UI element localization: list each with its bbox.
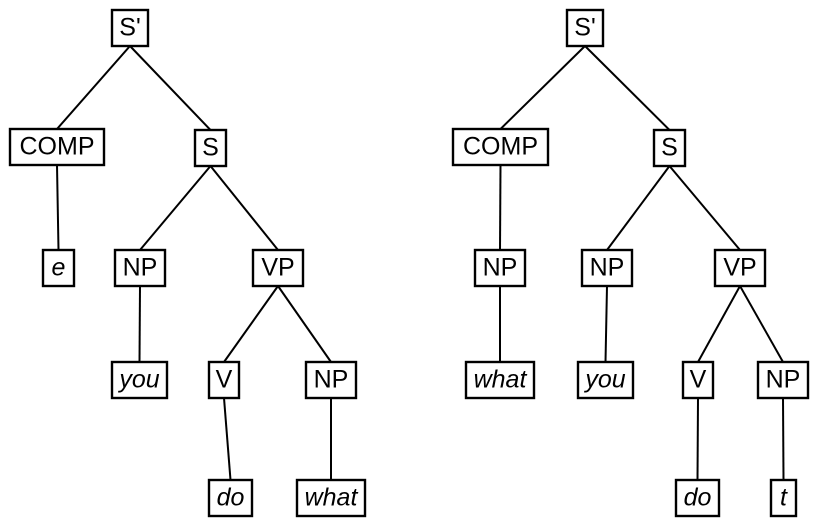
node-label: NP [590,254,625,282]
edge-L-COMP-to-L-e [56,164,60,251]
tree-node-l-sbar[interactable]: S' [110,8,150,48]
edge-R-VP-to-R-V [697,285,741,363]
tree-edges-surface-structure [499,45,785,481]
tree-node-r-np2[interactable]: NP [756,360,810,400]
tree-node-r-s[interactable]: S [652,128,687,168]
edge-L-VP-to-L-V [223,285,279,363]
node-box [304,360,358,400]
edge-L-S-to-L-NP1 [139,165,212,251]
tree-node-l-np2[interactable]: NP [304,360,358,400]
tree-node-r-np1[interactable]: NP [580,248,634,288]
node-label: e [52,254,66,282]
tree-node-r-vp[interactable]: VP [713,248,767,288]
tree-node-l-s[interactable]: S [193,128,228,168]
tree-node-l-you[interactable]: you [110,360,169,400]
node-box [681,360,715,400]
tree-node-l-v[interactable]: V [207,360,241,400]
tree-node-r-what[interactable]: what [464,360,536,400]
node-box [580,248,634,288]
node-box [193,128,228,168]
edge-L-NP1-to-L-you [138,285,141,363]
node-label: V [216,366,233,394]
node-label: S' [574,14,595,42]
node-label: V [690,366,707,394]
node-box [207,478,254,518]
node-box [674,478,721,518]
edge-L-V-to-L-do [223,397,232,481]
tree-node-r-t[interactable]: t [769,478,798,518]
node-label: VP [723,254,756,282]
node-box [113,248,167,288]
node-box [251,248,305,288]
tree-node-l-comp[interactable]: COMP [8,127,106,167]
node-label: NP [123,254,158,282]
edge-R-S-to-R-VP [668,165,741,251]
tree-node-r-v[interactable]: V [681,360,715,400]
edge-R-VP-to-R-NP2 [739,285,784,363]
tree-node-l-do[interactable]: do [207,478,254,518]
edge-layer [56,45,785,481]
tree-node-r-do[interactable]: do [674,478,721,518]
tree-node-r-comp[interactable]: COMP [451,127,550,167]
node-label: S [202,134,219,162]
tree-node-l-what[interactable]: what [295,478,367,518]
node-box [652,128,687,168]
node-label: what [305,484,359,512]
node-box [41,248,76,288]
edge-L-Sbar-to-L-S [129,45,212,131]
node-label: COMP [463,133,538,161]
tree-node-l-np1[interactable]: NP [113,248,167,288]
node-box [464,360,536,400]
node-label: NP [483,254,518,282]
node-box [295,478,367,518]
node-label: you [583,366,625,394]
node-label: you [117,366,159,394]
node-box [110,8,150,48]
node-box [756,360,810,400]
edge-R-NP1-to-R-you [604,285,608,363]
node-box [713,248,767,288]
node-label: t [780,484,788,512]
node-label: S' [119,14,140,42]
node-label: do [217,484,245,512]
edge-R-Sbar-to-R-COMP [499,45,586,130]
tree-node-r-np0[interactable]: NP [473,248,527,288]
node-box [8,127,106,167]
tree-node-l-e[interactable]: e [41,248,76,288]
node-label: NP [766,366,801,394]
node-box [576,360,635,400]
edge-R-NP2-to-R-t [782,397,785,481]
edge-R-Sbar-to-R-S [584,45,671,131]
node-label: COMP [20,133,95,161]
edge-L-VP-to-L-NP2 [277,285,332,363]
edge-L-Sbar-to-L-COMP [56,45,131,130]
node-label: NP [314,366,349,394]
tree-node-r-you[interactable]: you [576,360,635,400]
edge-R-COMP-to-R-NP0 [499,164,502,251]
tree-node-r-sbar[interactable]: S' [565,8,605,48]
node-box [473,248,527,288]
node-box [207,360,241,400]
node-label: what [474,366,528,394]
tree-nodes-surface-structure: S' COMP S NP NP VP what you V NP do t [451,8,810,518]
node-box [110,360,169,400]
edge-R-S-to-R-NP1 [606,165,671,251]
node-box [565,8,605,48]
edge-R-V-to-R-do [696,397,699,481]
node-label: do [684,484,712,512]
tree-node-l-vp[interactable]: VP [251,248,305,288]
node-label: S [661,134,678,162]
node-label: VP [261,254,294,282]
node-box [769,478,798,518]
node-box [451,127,550,167]
tree-edges-deep-structure [56,45,332,481]
edge-L-S-to-L-VP [209,165,279,251]
